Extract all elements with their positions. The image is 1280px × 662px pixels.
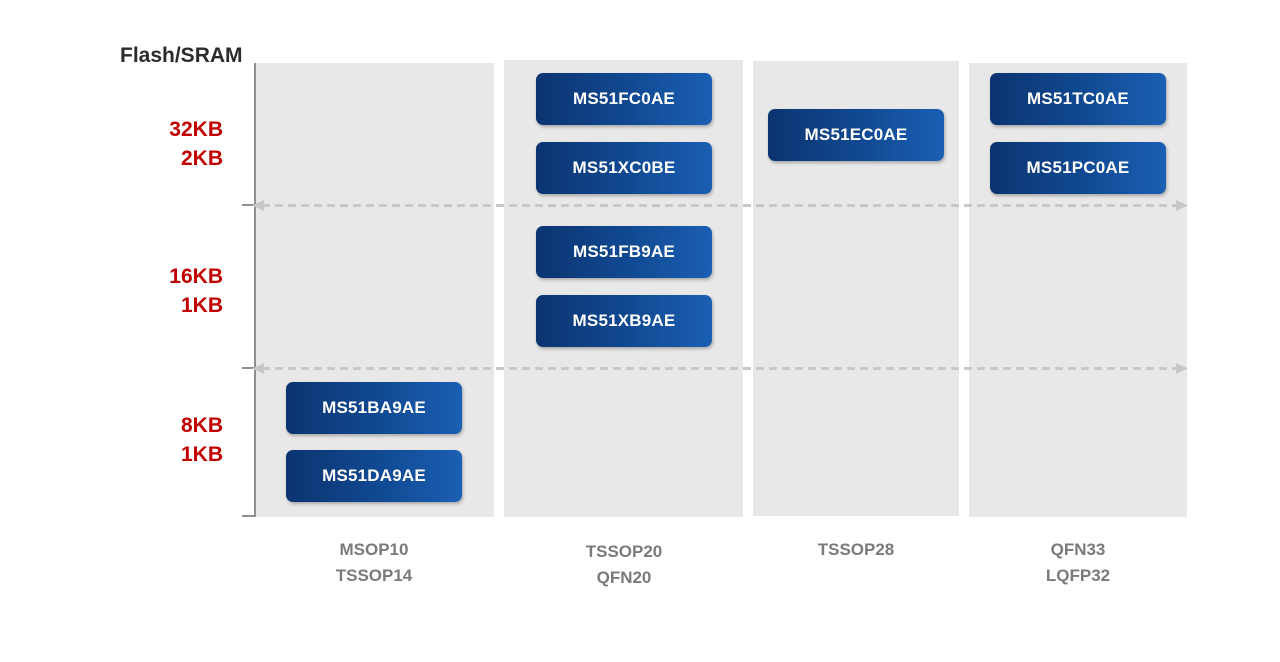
column-background <box>969 63 1187 517</box>
package-label-col3: TSSOP28 <box>756 537 956 563</box>
divider-arrow-lower <box>252 363 1188 374</box>
flash-size: 8KB <box>180 414 223 437</box>
column-background <box>256 63 494 517</box>
chip-ms51fb9ae: MS51FB9AE <box>536 226 712 278</box>
axis-tick <box>242 515 254 517</box>
axis-tick <box>242 204 254 206</box>
level-label-8kb: 8KB 1KB <box>181 411 223 469</box>
package-name: LQFP32 <box>1045 566 1111 585</box>
package-name: QFN20 <box>596 568 652 587</box>
sram-size: 1KB <box>180 294 223 317</box>
package-name: QFN33 <box>1050 540 1106 559</box>
chip-ms51tc0ae: MS51TC0AE <box>990 73 1166 125</box>
package-label-col2: TSSOP20 QFN20 <box>524 539 724 591</box>
sram-size: 2KB <box>180 147 223 170</box>
chip-ms51pc0ae: MS51PC0AE <box>990 142 1166 194</box>
package-label-col1: MSOP10 TSSOP14 <box>274 537 474 589</box>
package-name: TSSOP28 <box>817 540 895 559</box>
chip-ms51ba9ae: MS51BA9AE <box>286 382 462 434</box>
flash-size: 16KB <box>169 265 223 288</box>
level-label-16kb: 16KB 1KB <box>169 262 223 320</box>
package-name: MSOP10 <box>339 540 409 559</box>
axis-tick <box>242 367 254 369</box>
chip-ms51xb9ae: MS51XB9AE <box>536 295 712 347</box>
column-background <box>504 60 743 517</box>
package-name: TSSOP14 <box>335 566 413 585</box>
chip-ms51xc0be: MS51XC0BE <box>536 142 712 194</box>
axis-title: Flash/SRAM <box>120 44 243 67</box>
vertical-axis <box>254 63 256 517</box>
level-label-32kb: 32KB 2KB <box>169 115 223 173</box>
package-label-col4: QFN33 LQFP32 <box>978 537 1178 589</box>
divider-arrow-upper <box>252 200 1188 211</box>
sram-size: 1KB <box>180 443 223 466</box>
package-name: TSSOP20 <box>585 542 663 561</box>
chip-ms51da9ae: MS51DA9AE <box>286 450 462 502</box>
chip-ms51ec0ae: MS51EC0AE <box>768 109 944 161</box>
flash-size: 32KB <box>169 118 223 141</box>
chip-ms51fc0ae: MS51FC0AE <box>536 73 712 125</box>
